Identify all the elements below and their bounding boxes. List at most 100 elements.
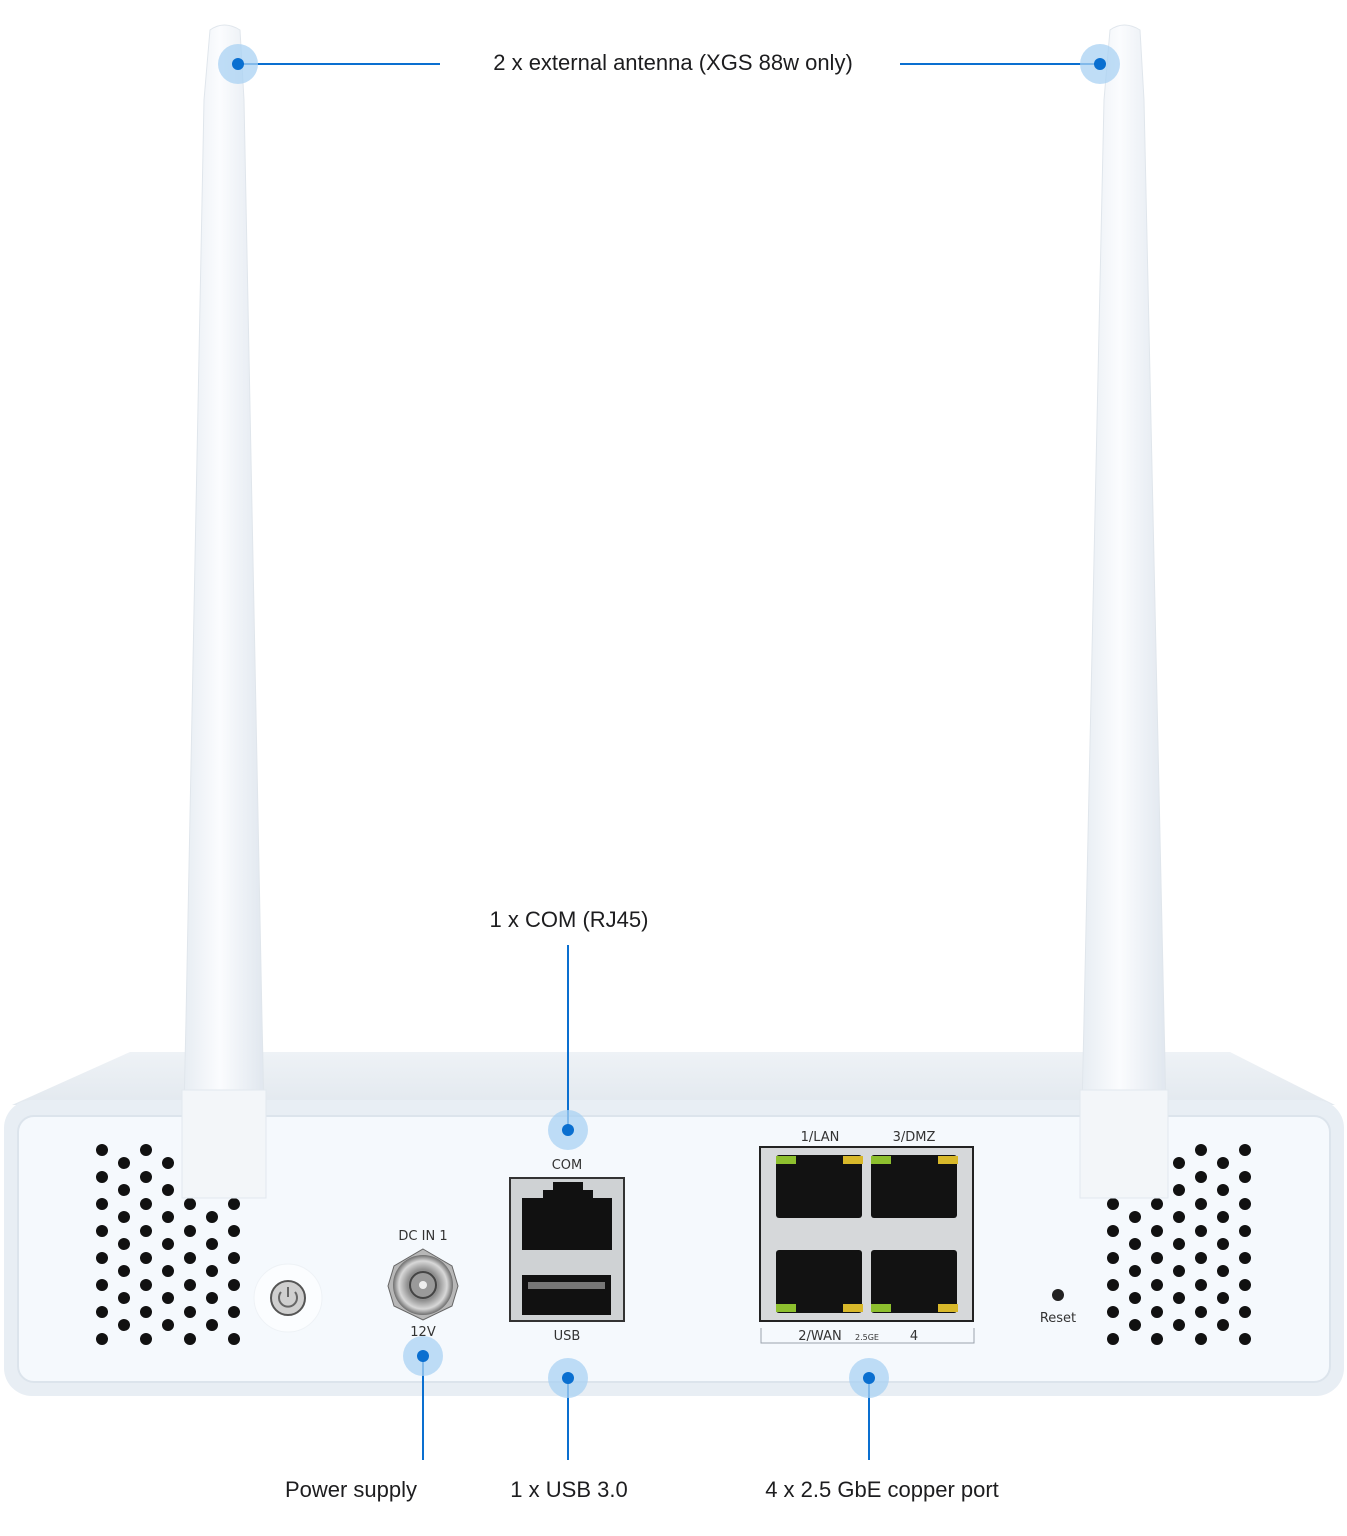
- dc-in-label: DC IN 1: [398, 1229, 447, 1244]
- port4-label: 4: [910, 1329, 918, 1344]
- vent-hole: [118, 1157, 130, 1169]
- vent-hole: [140, 1306, 152, 1318]
- voltage-label: 12V: [410, 1325, 436, 1340]
- vent-hole: [228, 1306, 240, 1318]
- vent-hole: [1195, 1171, 1207, 1183]
- vent-hole: [1107, 1198, 1119, 1210]
- vent-hole: [1217, 1184, 1229, 1196]
- vent-hole: [1173, 1319, 1185, 1331]
- vent-hole: [1217, 1292, 1229, 1304]
- vent-hole: [1195, 1198, 1207, 1210]
- vent-hole: [206, 1238, 218, 1250]
- power-button[interactable]: [253, 1263, 323, 1333]
- vent-hole: [162, 1157, 174, 1169]
- vent-hole: [140, 1225, 152, 1237]
- vent-holes-right: [1107, 1144, 1251, 1345]
- vent-hole: [1151, 1198, 1163, 1210]
- reset-label: Reset: [1040, 1311, 1076, 1326]
- dmz-label: 3/DMZ: [893, 1130, 936, 1145]
- vent-hole: [1239, 1225, 1251, 1237]
- vent-hole: [162, 1292, 174, 1304]
- port-3-dmz[interactable]: [871, 1155, 957, 1218]
- chassis: [4, 1052, 1344, 1396]
- vent-hole: [184, 1225, 196, 1237]
- vent-hole: [1239, 1306, 1251, 1318]
- vent-hole: [140, 1252, 152, 1264]
- callout-dot: [1094, 58, 1106, 70]
- vent-hole: [1173, 1157, 1185, 1169]
- vent-hole: [1217, 1319, 1229, 1331]
- vent-hole: [1217, 1238, 1229, 1250]
- vent-hole: [184, 1333, 196, 1345]
- vent-hole: [184, 1279, 196, 1291]
- wan-label: 2/WAN: [798, 1329, 841, 1344]
- vent-hole: [1239, 1144, 1251, 1156]
- vent-hole: [118, 1211, 130, 1223]
- vent-hole: [162, 1319, 174, 1331]
- vent-hole: [1107, 1225, 1119, 1237]
- port-2-wan[interactable]: [776, 1250, 862, 1313]
- vent-hole: [118, 1238, 130, 1250]
- vent-hole: [118, 1292, 130, 1304]
- vent-hole: [228, 1198, 240, 1210]
- vent-hole: [118, 1184, 130, 1196]
- usb-label: USB: [554, 1329, 581, 1344]
- vent-hole: [1195, 1225, 1207, 1237]
- vent-hole: [140, 1279, 152, 1291]
- callout-dot: [232, 58, 244, 70]
- antenna-right: [1079, 24, 1169, 1199]
- vent-hole: [228, 1279, 240, 1291]
- lan-label: 1/LAN: [801, 1130, 840, 1145]
- vent-hole: [206, 1319, 218, 1331]
- vent-hole: [206, 1265, 218, 1277]
- callout-com: 1 x COM (RJ45): [489, 907, 649, 932]
- usb-port[interactable]: [522, 1275, 611, 1315]
- vent-hole: [1173, 1211, 1185, 1223]
- vent-hole: [1151, 1333, 1163, 1345]
- callout-antenna: 2 x external antenna (XGS 88w only): [493, 50, 853, 75]
- vent-hole: [1107, 1279, 1119, 1291]
- vent-hole: [96, 1279, 108, 1291]
- vent-hole: [118, 1265, 130, 1277]
- vent-hole: [206, 1292, 218, 1304]
- vent-hole: [162, 1238, 174, 1250]
- vent-hole: [140, 1198, 152, 1210]
- vent-hole: [1151, 1225, 1163, 1237]
- port-1-lan[interactable]: [776, 1155, 862, 1218]
- callout-dot: [863, 1372, 875, 1384]
- vent-hole: [1195, 1252, 1207, 1264]
- vent-hole: [1151, 1279, 1163, 1291]
- vent-hole: [1151, 1252, 1163, 1264]
- vent-hole: [1217, 1265, 1229, 1277]
- vent-hole: [140, 1171, 152, 1183]
- vent-hole: [1173, 1265, 1185, 1277]
- vent-hole: [228, 1252, 240, 1264]
- vent-hole: [1107, 1333, 1119, 1345]
- vent-hole: [96, 1225, 108, 1237]
- com-usb-block: [509, 1177, 625, 1322]
- vent-hole: [1239, 1198, 1251, 1210]
- vent-hole: [1239, 1171, 1251, 1183]
- vent-hole: [96, 1306, 108, 1318]
- vent-hole: [1195, 1279, 1207, 1291]
- vent-hole: [1107, 1252, 1119, 1264]
- vent-hole: [96, 1171, 108, 1183]
- com-port[interactable]: [522, 1182, 612, 1250]
- callout-usb: 1 x USB 3.0: [510, 1477, 628, 1502]
- port-4[interactable]: [871, 1250, 957, 1313]
- speed-label: 2.5GE: [855, 1333, 879, 1342]
- port-leds: [776, 1156, 958, 1312]
- vent-hole: [1129, 1292, 1141, 1304]
- antenna-left: [181, 24, 267, 1199]
- vent-hole: [96, 1252, 108, 1264]
- vent-hole: [184, 1198, 196, 1210]
- vent-hole: [206, 1211, 218, 1223]
- vent-hole: [228, 1225, 240, 1237]
- vent-hole: [1129, 1211, 1141, 1223]
- vent-hole: [140, 1144, 152, 1156]
- vent-hole: [1195, 1144, 1207, 1156]
- vent-hole: [162, 1184, 174, 1196]
- reset-button[interactable]: [1052, 1289, 1064, 1301]
- callout-power: Power supply: [284, 1477, 418, 1502]
